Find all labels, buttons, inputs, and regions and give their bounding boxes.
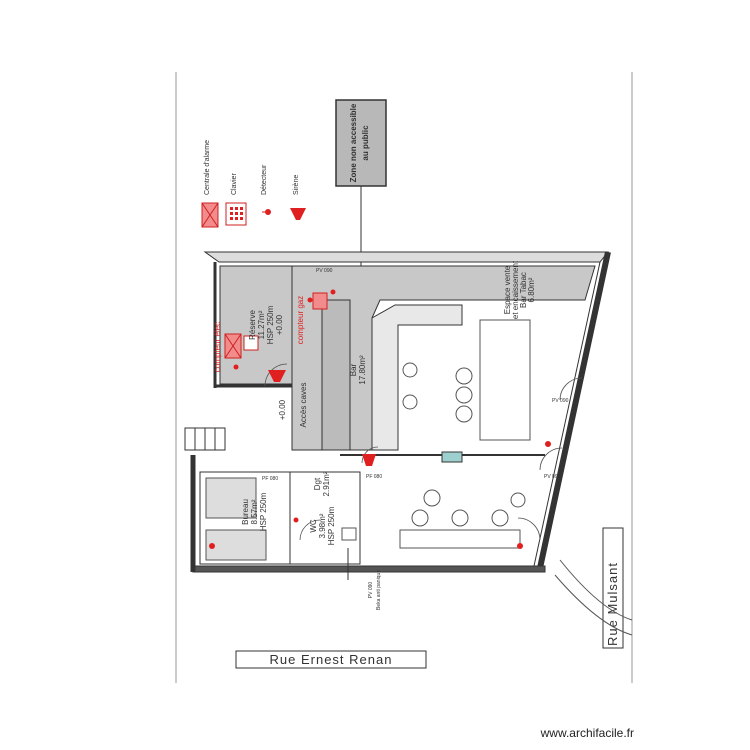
svg-text:17.80m²: 17.80m² (358, 355, 367, 385)
detector-icon (330, 289, 336, 295)
annotations: compteur élec compteur gaz PF 080 PF 080… (213, 268, 569, 610)
room-name-espace: Espace vente (503, 265, 512, 314)
label-compteur-gaz: compteur gaz (296, 296, 305, 344)
detector-icon (209, 543, 215, 549)
svg-text:11.27m²: 11.27m² (257, 310, 266, 339)
stairs (184, 299, 351, 451)
svg-text:+0.00: +0.00 (278, 399, 287, 420)
room-reserve (219, 265, 293, 385)
label-compteur-elec: compteur élec (213, 322, 222, 372)
door-code-pv1: PV 090 (552, 398, 569, 404)
street-rue-mulsant: Rue Mulsant (605, 562, 620, 646)
tables (399, 319, 531, 549)
legend-label-alarm: Centrale d'alarme (204, 140, 211, 195)
keypad-icon (243, 335, 259, 351)
svg-text:et encaissement: et encaissement (511, 260, 520, 319)
door-code-pf2: PF 080 (366, 474, 382, 480)
svg-text:HSP 250m: HSP 250m (327, 506, 336, 545)
svg-text:Bar Tabac: Bar Tabac (519, 272, 528, 308)
svg-text:6.80m²: 6.80m² (527, 277, 536, 302)
room-name-dgt: Dgt (313, 477, 322, 490)
svg-text:Zone non accessible: Zone non accessible (349, 103, 358, 182)
detector-icon (262, 209, 271, 215)
legend-label-keypad: Clavier (231, 173, 238, 195)
legend-label-detector: Détecteur (261, 164, 268, 195)
room-name-bureau: Bureau (241, 499, 250, 525)
siren-icon (268, 370, 286, 382)
svg-text:HSP 250m: HSP 250m (266, 305, 275, 344)
room-bar (291, 265, 596, 451)
label-acces-caves: Accès caves (299, 383, 308, 428)
keypad-icon (225, 202, 247, 226)
room-name-reserve: Réserve (248, 310, 257, 340)
room-name-wc: WC (309, 519, 318, 533)
streets: Rue Ernest Renan Rue Mulsant (235, 527, 633, 669)
detector-icon (545, 441, 551, 447)
door-code-pf1: PF 080 (262, 476, 278, 482)
legend-label-siren: Sirène (293, 175, 300, 195)
svg-text:2.91m²: 2.91m² (322, 471, 331, 496)
svg-text:3.98m²: 3.98m² (318, 513, 327, 538)
label-beka: Beka anti panique (376, 570, 382, 610)
door-code-pv2: PV 090 (544, 474, 561, 480)
restricted-zone-note: Zone non accessible au public (335, 99, 387, 278)
siren-icon (362, 454, 376, 466)
building-walls (190, 251, 611, 573)
svg-text:+0.00: +0.00 (275, 314, 284, 335)
detector-icon (293, 517, 299, 523)
svg-text:HSP 250m: HSP 250m (259, 492, 268, 531)
detector-icon (517, 543, 523, 549)
alarm-devices (209, 289, 551, 549)
svg-text:8.57m²: 8.57m² (250, 499, 259, 524)
door-code-pv3: PV 090 (316, 268, 333, 274)
credit-link[interactable]: www.archifacile.fr (540, 726, 634, 740)
legend: Centrale d'alarme Clavier Détecteur Sirè… (201, 140, 306, 228)
street-rue-ernest-renan: Rue Ernest Renan (270, 652, 393, 667)
room-labels: Réserve 11.27m² HSP 250m +0.00 Bar 17.80… (241, 260, 536, 545)
room-name-bar: Bar (349, 363, 358, 376)
siren-icon (290, 208, 306, 220)
detector-icon (307, 297, 313, 303)
door-code-pv-bottom: PV 090 (368, 582, 374, 599)
svg-text:au public: au public (361, 125, 370, 161)
detector-icon (233, 364, 239, 370)
bar-counter (371, 304, 463, 451)
